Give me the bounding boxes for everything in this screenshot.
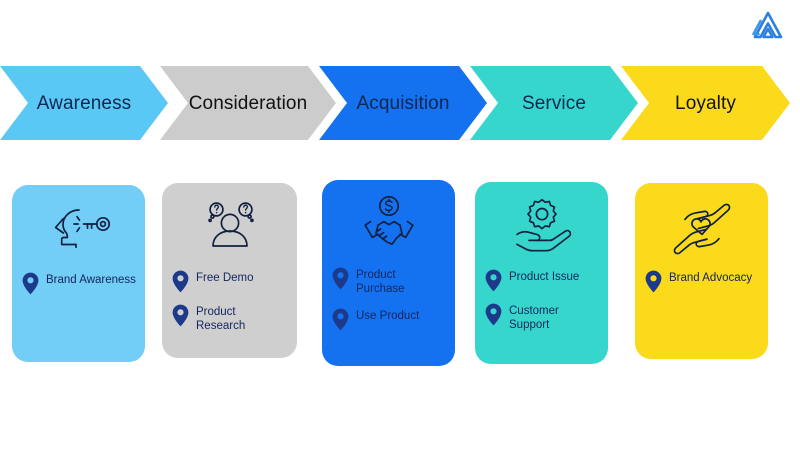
list-item-label: Use Product xyxy=(356,309,420,322)
location-pin-icon xyxy=(22,272,39,295)
stage-label: Awareness xyxy=(36,92,132,114)
location-pin-icon xyxy=(332,308,349,331)
card-item-list: Brand Awareness xyxy=(22,271,137,295)
mountain-logo-glyph xyxy=(752,11,783,39)
stage-label: Service xyxy=(521,92,587,114)
location-pin-icon xyxy=(172,270,189,293)
head-key-icon xyxy=(12,197,145,259)
stage-card-consideration[interactable]: Free Demo Product Research xyxy=(162,183,297,358)
stage-chevron-service[interactable]: Service xyxy=(470,66,638,140)
list-item[interactable]: Product Purchase xyxy=(332,266,447,297)
stage-label: Acquisition xyxy=(356,92,450,114)
list-item-label: Product Purchase xyxy=(356,269,405,296)
location-pin-icon xyxy=(332,267,349,290)
location-pin-icon xyxy=(485,303,502,326)
stage-label: Consideration xyxy=(188,92,308,114)
location-pin-icon xyxy=(485,269,502,292)
stage-chevron-acquisition[interactable]: Acquisition xyxy=(319,66,487,140)
person-questions-icon xyxy=(162,195,297,257)
list-item-label: Product Research xyxy=(196,306,246,333)
stage-label: Loyalty xyxy=(675,92,736,114)
card-item-list: Product Purchase Use Product xyxy=(332,266,447,331)
stage-card-loyalty[interactable]: Brand Advocacy xyxy=(635,183,768,359)
list-item-label: Brand Advocacy xyxy=(669,272,753,284)
card-item-list: Free Demo Product Research xyxy=(172,269,289,334)
journey-stage-strip: Awareness Consideration Acquisition Serv… xyxy=(0,66,800,140)
stage-card-acquisition[interactable]: Product Purchase Use Product xyxy=(322,180,455,366)
stage-card-service[interactable]: Product Issue Customer Support xyxy=(475,182,608,364)
stage-chevron-loyalty[interactable]: Loyalty xyxy=(621,66,790,140)
hands-heart-icon xyxy=(635,195,768,257)
list-item-label: Product Issue xyxy=(509,271,580,283)
mountain-logo xyxy=(748,8,788,44)
list-item[interactable]: Product Issue xyxy=(485,268,600,292)
location-pin-icon xyxy=(172,304,189,327)
list-item[interactable]: Brand Advocacy xyxy=(645,269,760,293)
list-item[interactable]: Use Product xyxy=(332,307,447,331)
handshake-money-icon xyxy=(322,192,455,254)
list-item[interactable]: Product Research xyxy=(172,303,289,334)
list-item[interactable]: Brand Awareness xyxy=(22,271,137,295)
list-item-label: Customer Support xyxy=(509,305,559,332)
card-item-list: Brand Advocacy xyxy=(645,269,760,293)
location-pin-icon xyxy=(645,270,662,293)
list-item-label: Free Demo xyxy=(196,272,254,284)
stage-card-awareness[interactable]: Brand Awareness xyxy=(12,185,145,362)
hand-gear-icon xyxy=(475,194,608,256)
stage-chevron-awareness[interactable]: Awareness xyxy=(0,66,168,140)
card-item-list: Product Issue Customer Support xyxy=(485,268,600,333)
list-item[interactable]: Free Demo xyxy=(172,269,289,293)
list-item[interactable]: Customer Support xyxy=(485,302,600,333)
stage-chevron-consideration[interactable]: Consideration xyxy=(160,66,336,140)
stage-cards-row: Brand Awareness xyxy=(0,180,800,370)
list-item-label: Brand Awareness xyxy=(46,274,136,286)
